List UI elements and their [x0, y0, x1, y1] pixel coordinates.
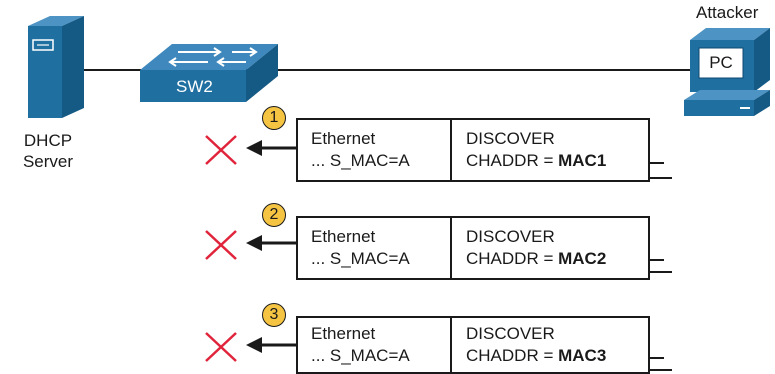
- frame-tail-2a: [650, 259, 664, 261]
- dhcp-message-type: DISCOVER: [466, 324, 555, 343]
- step-badge-2: 2: [262, 203, 286, 227]
- server-label: DHCP Server: [20, 130, 76, 172]
- chaddr-prefix: CHADDR =: [466, 249, 559, 268]
- ethernet-source-mac: ... S_MAC=A: [311, 151, 410, 170]
- frame-tail-3b: [650, 369, 672, 371]
- dhcp-frame-1: Ethernet ... S_MAC=A DISCOVER CHADDR = M…: [296, 118, 650, 182]
- ethernet-source-mac: ... S_MAC=A: [311, 346, 410, 365]
- dhcp-message-type: DISCOVER: [466, 227, 555, 246]
- server-icon: [28, 16, 84, 118]
- dhcp-frame-2: Ethernet ... S_MAC=A DISCOVER CHADDR = M…: [296, 216, 650, 280]
- blocked-row-2: [205, 230, 296, 260]
- frame-tail-2b: [650, 271, 672, 273]
- pc-icon: [684, 28, 770, 116]
- dhcp-message-type: DISCOVER: [466, 129, 555, 148]
- chaddr-field: CHADDR = MAC1: [466, 150, 606, 171]
- ethernet-header-cell: Ethernet ... S_MAC=A: [298, 120, 452, 180]
- pc-label: PC: [709, 53, 733, 72]
- blocked-row-1: [205, 135, 296, 165]
- step-badge-1: 1: [262, 106, 286, 130]
- chaddr-value: MAC1: [558, 151, 607, 170]
- arrow-head-icon: [246, 235, 262, 251]
- switch-label: SW2: [176, 77, 213, 96]
- server-label-line1: DHCP: [23, 131, 73, 150]
- server-label-line2: Server: [22, 152, 74, 171]
- ethernet-title: Ethernet: [311, 129, 376, 148]
- ethernet-title: Ethernet: [311, 324, 376, 343]
- chaddr-value: MAC3: [558, 346, 607, 365]
- frame-tail-1b: [650, 177, 672, 179]
- ethernet-title: Ethernet: [311, 227, 376, 246]
- chaddr-value: MAC2: [558, 249, 607, 268]
- switch-icon: [140, 44, 278, 102]
- arrow-head-icon: [246, 140, 262, 156]
- dhcp-frame-3: Ethernet ... S_MAC=A DISCOVER CHADDR = M…: [296, 316, 650, 374]
- chaddr-field: CHADDR = MAC3: [466, 345, 606, 366]
- attacker-label: Attacker: [696, 3, 759, 22]
- frame-tail-3a: [650, 357, 664, 359]
- step-badge-3: 3: [262, 303, 286, 327]
- ethernet-header-cell: Ethernet ... S_MAC=A: [298, 218, 452, 278]
- chaddr-prefix: CHADDR =: [466, 346, 559, 365]
- arrow-head-icon: [246, 337, 262, 353]
- blocked-row-3: [205, 332, 296, 362]
- frame-tail-1a: [650, 162, 664, 164]
- ethernet-source-mac: ... S_MAC=A: [311, 249, 410, 268]
- ethernet-header-cell: Ethernet ... S_MAC=A: [298, 318, 452, 372]
- chaddr-prefix: CHADDR =: [466, 151, 559, 170]
- chaddr-field: CHADDR = MAC2: [466, 248, 606, 269]
